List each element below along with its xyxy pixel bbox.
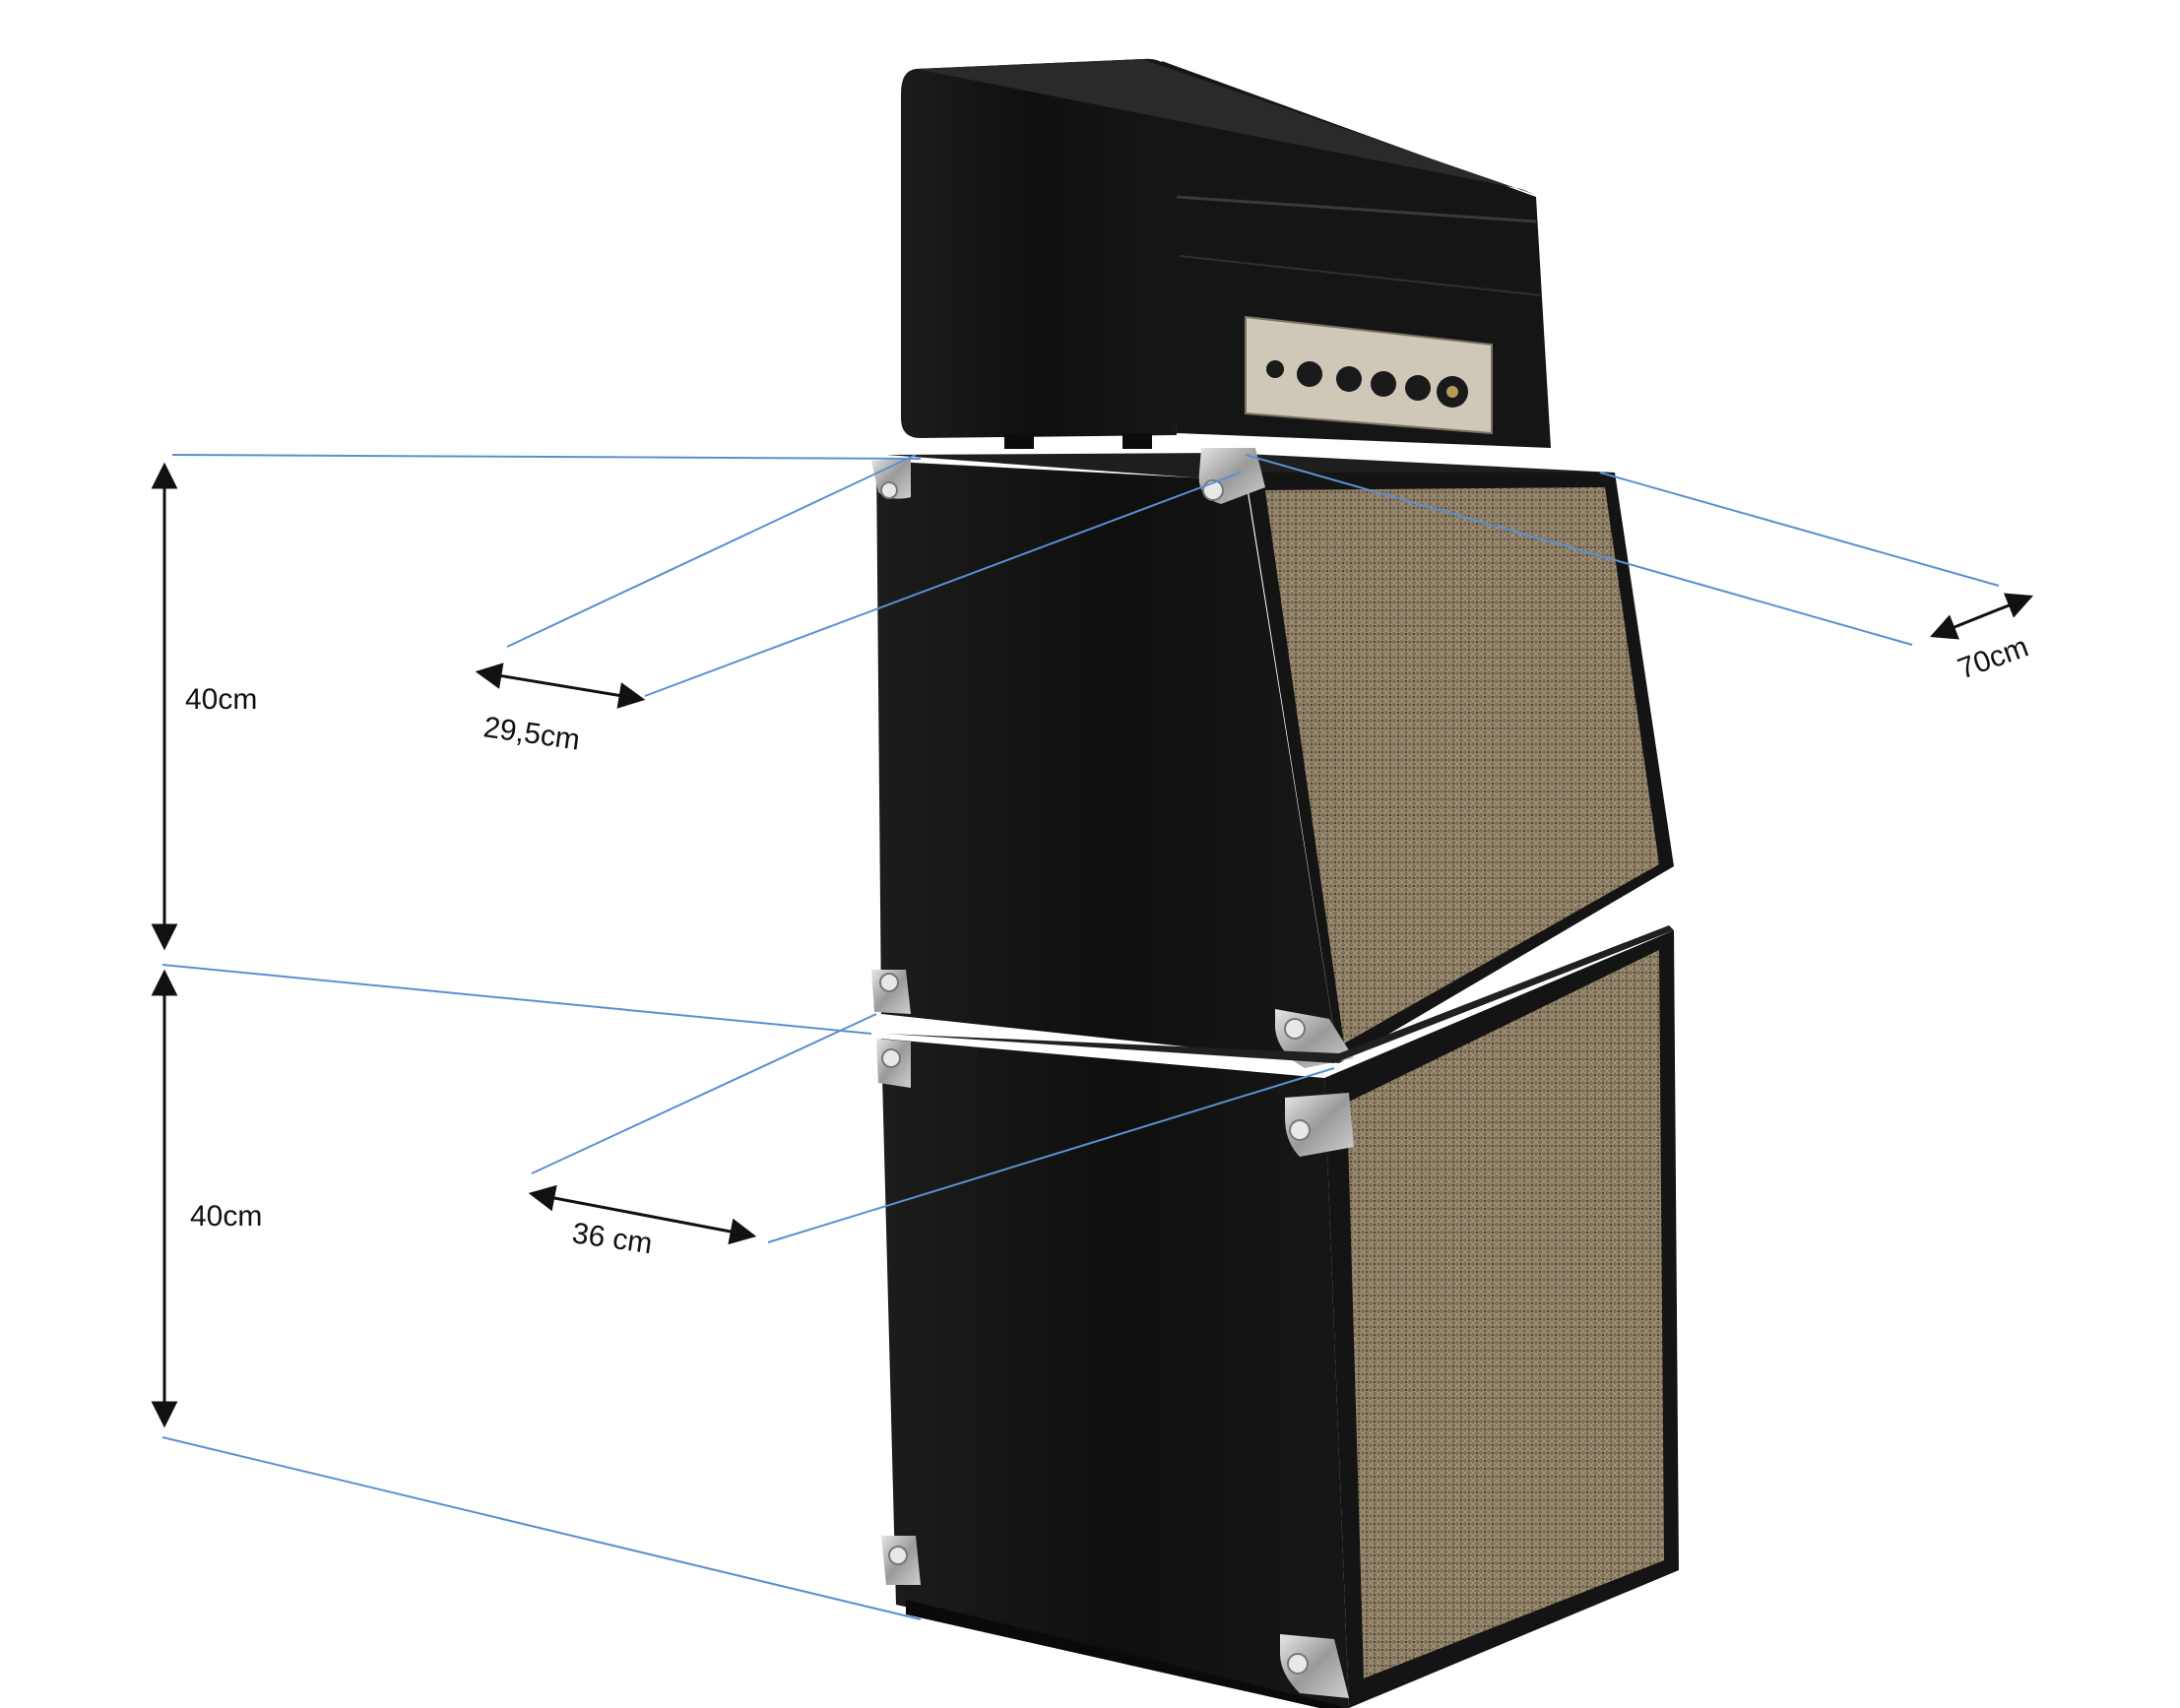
upper-cabinet [871,448,1674,1068]
width-label: 70cm [1954,630,2032,685]
lower-height-label: 40cm [190,1200,262,1233]
upper-depth-label: 29,5cm [481,711,582,756]
upper-cabinet-grille [1265,487,1659,1044]
upper-depth-arrow [475,663,646,709]
amp-head-side [901,58,1177,438]
control-knobs [1266,360,1468,408]
width-arrow [1929,593,2034,640]
lower-cabinet [876,925,1679,1708]
dimension-guide-lines [161,454,2000,1620]
amp-head [901,58,1551,449]
lower-cabinet-corners [876,1039,1354,1698]
upper-height-label: 40cm [185,683,257,716]
upper-cabinet-side [876,461,1339,1063]
lower-depth-label: 36 cm [570,1217,655,1260]
amp-head-control-panel [1245,315,1493,435]
dimension-arrows [151,462,2034,1428]
lower-cabinet-grille [1347,950,1664,1678]
lower-depth-arrow [528,1184,757,1245]
lower-cabinet-side [881,1039,1349,1708]
